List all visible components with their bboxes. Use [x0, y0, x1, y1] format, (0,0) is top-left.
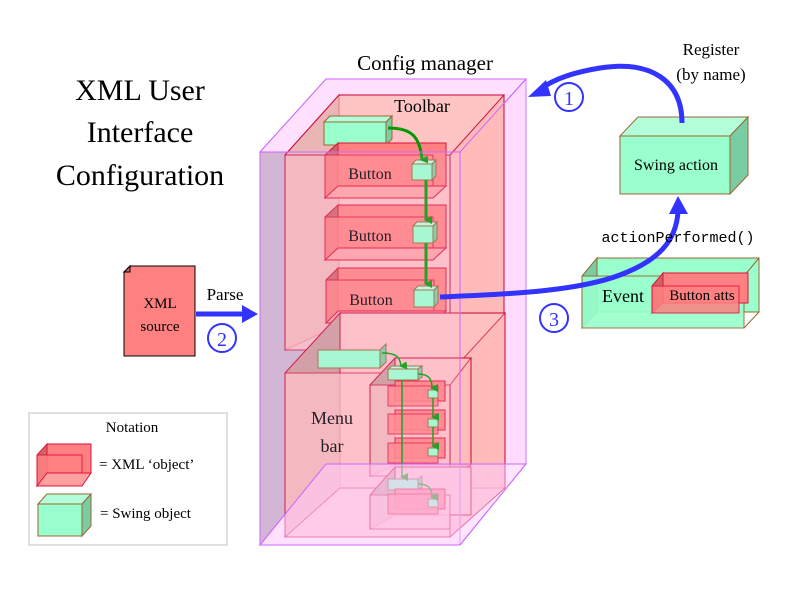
green-arrow	[381, 352, 408, 370]
menu-item-2	[387, 409, 446, 435]
green-arrow	[387, 126, 429, 164]
xml-object-legend-icon	[35, 442, 92, 488]
xml-source-line-1: XML	[143, 296, 176, 312]
green-arrow	[417, 373, 439, 392]
config-manager-label: Config manager	[357, 51, 493, 75]
swing-object-legend-icon	[36, 492, 93, 538]
diagram-title: XML User Interface Configuration	[56, 74, 224, 192]
title-line-2: Interface	[87, 116, 194, 149]
register-label-line-2: (by name)	[676, 65, 745, 84]
swing-action-label: Swing action	[634, 157, 718, 174]
toolbar-button-2-label: Button	[348, 228, 392, 245]
toolbar-button-1-label: Button	[348, 166, 392, 183]
toolbar-button-2: Button	[323, 203, 448, 262]
register-arrow	[528, 63, 685, 124]
button-atts-label: Button atts	[669, 288, 735, 304]
notation-legend: Notation = XML ‘object’ = Swing object	[28, 412, 228, 546]
step-3-number: 3	[549, 309, 559, 331]
step-1-number: 1	[564, 88, 574, 110]
step-1-badge: 1	[554, 82, 584, 112]
title-line-1: XML User	[75, 74, 205, 107]
toolbar-label: Toolbar	[394, 96, 450, 116]
step-2-badge: 2	[207, 323, 237, 353]
parse-label: Parse	[207, 285, 244, 304]
toolbar-button-1: Button	[323, 141, 448, 200]
xml-source-line-2: source	[140, 319, 179, 335]
swing-action-object: Swing action	[618, 115, 750, 196]
register-label-line-1: Register	[683, 40, 740, 59]
config-manager-front	[258, 78, 528, 546]
parse-arrow	[196, 305, 258, 323]
toolbar-swing-object	[322, 114, 394, 147]
step-2-number: 2	[217, 329, 227, 351]
xml-source-document: XML source	[122, 264, 196, 357]
menubar-swing-object	[317, 342, 387, 370]
action-performed-arrow	[439, 196, 688, 300]
button-atts-object: Button atts	[651, 271, 749, 315]
toolbar-green-arrows	[387, 126, 432, 288]
menubar-label-line-1: Menu	[311, 408, 353, 428]
menubar-label-line-2: bar	[321, 436, 344, 456]
title-line-3: Configuration	[56, 159, 224, 192]
action-performed-label: actionPerformed()	[601, 230, 754, 247]
xml-object-legend-label: = XML ‘object’	[99, 457, 194, 473]
notation-title: Notation	[106, 420, 159, 436]
toolbar-button-3-label: Button	[349, 292, 393, 309]
swing-object-legend-label: = Swing object	[100, 506, 192, 522]
step-3-badge: 3	[539, 303, 569, 333]
event-label: Event	[602, 286, 644, 306]
